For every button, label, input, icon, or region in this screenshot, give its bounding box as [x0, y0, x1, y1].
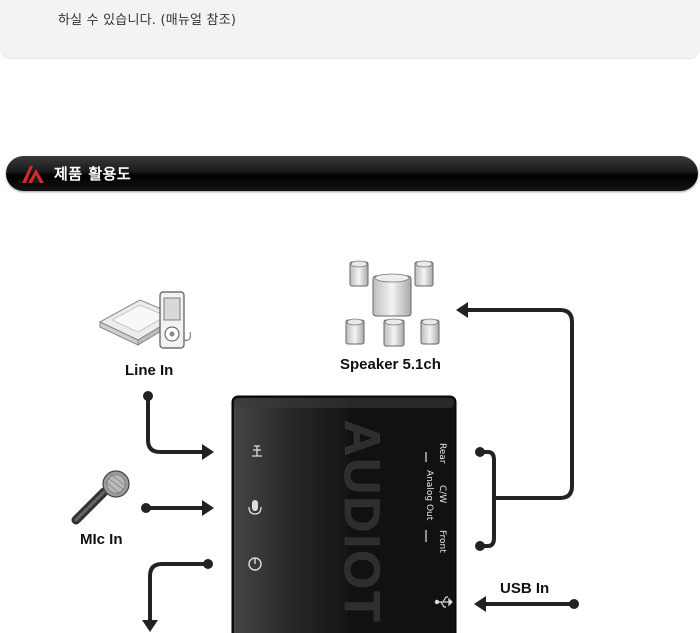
device-brand-text: AUDIOT — [334, 420, 390, 624]
microphone-icon — [248, 500, 262, 515]
audio-interface-device: AUDIOT Rear C/W Front Analog Out — [231, 395, 457, 633]
section-title: 제품 활용도 — [54, 165, 132, 183]
mic-in-label: MIc In — [80, 531, 123, 548]
port-label-cw: C/W — [437, 485, 447, 503]
headphone-icon — [248, 557, 262, 571]
speaker-rear-right-icon — [420, 318, 440, 345]
line-in-connector — [146, 396, 206, 454]
arrow-into-mic-in — [202, 500, 214, 516]
note-text: 하실 수 있습니다. (매뉴얼 참조) — [58, 13, 237, 28]
speaker-rear-left-icon — [345, 318, 365, 345]
laptop-icon — [98, 299, 180, 346]
speaker-out-connector — [478, 450, 496, 548]
connections — [146, 308, 574, 622]
microphone-illustration — [71, 470, 130, 525]
connector-dots — [141, 391, 579, 609]
line-in-source-illustration — [98, 291, 191, 349]
headphone-out-connector — [148, 562, 210, 622]
port-label-front: Front — [437, 530, 447, 553]
speaker-center-icon — [383, 318, 405, 347]
arrow-into-usb — [474, 596, 486, 612]
line-in-label: Line In — [125, 362, 173, 379]
speaker-front-right-icon — [414, 260, 434, 287]
mp3-player-icon — [159, 291, 191, 349]
port-label-analog-out: Analog Out — [424, 470, 434, 521]
arrowheads — [142, 302, 486, 632]
brand-logo-icon — [22, 166, 44, 183]
speaker-front-left-icon — [349, 260, 369, 287]
port-label-rear: Rear — [437, 443, 447, 464]
arrow-into-line-in — [202, 444, 214, 460]
note-box: 하실 수 있습니다. (매뉴얼 참조) — [0, 0, 700, 59]
subwoofer-icon — [372, 273, 412, 317]
section-bar — [6, 156, 698, 191]
line-in-jack-icon — [252, 445, 262, 457]
speaker-label: Speaker 5.1ch — [340, 356, 441, 373]
arrow-down-headphone — [142, 620, 158, 632]
usb-icon — [434, 596, 453, 608]
speaker-set-illustration — [345, 260, 440, 347]
arrow-into-speakers — [456, 302, 468, 318]
usb-in-label: USB In — [500, 580, 549, 597]
